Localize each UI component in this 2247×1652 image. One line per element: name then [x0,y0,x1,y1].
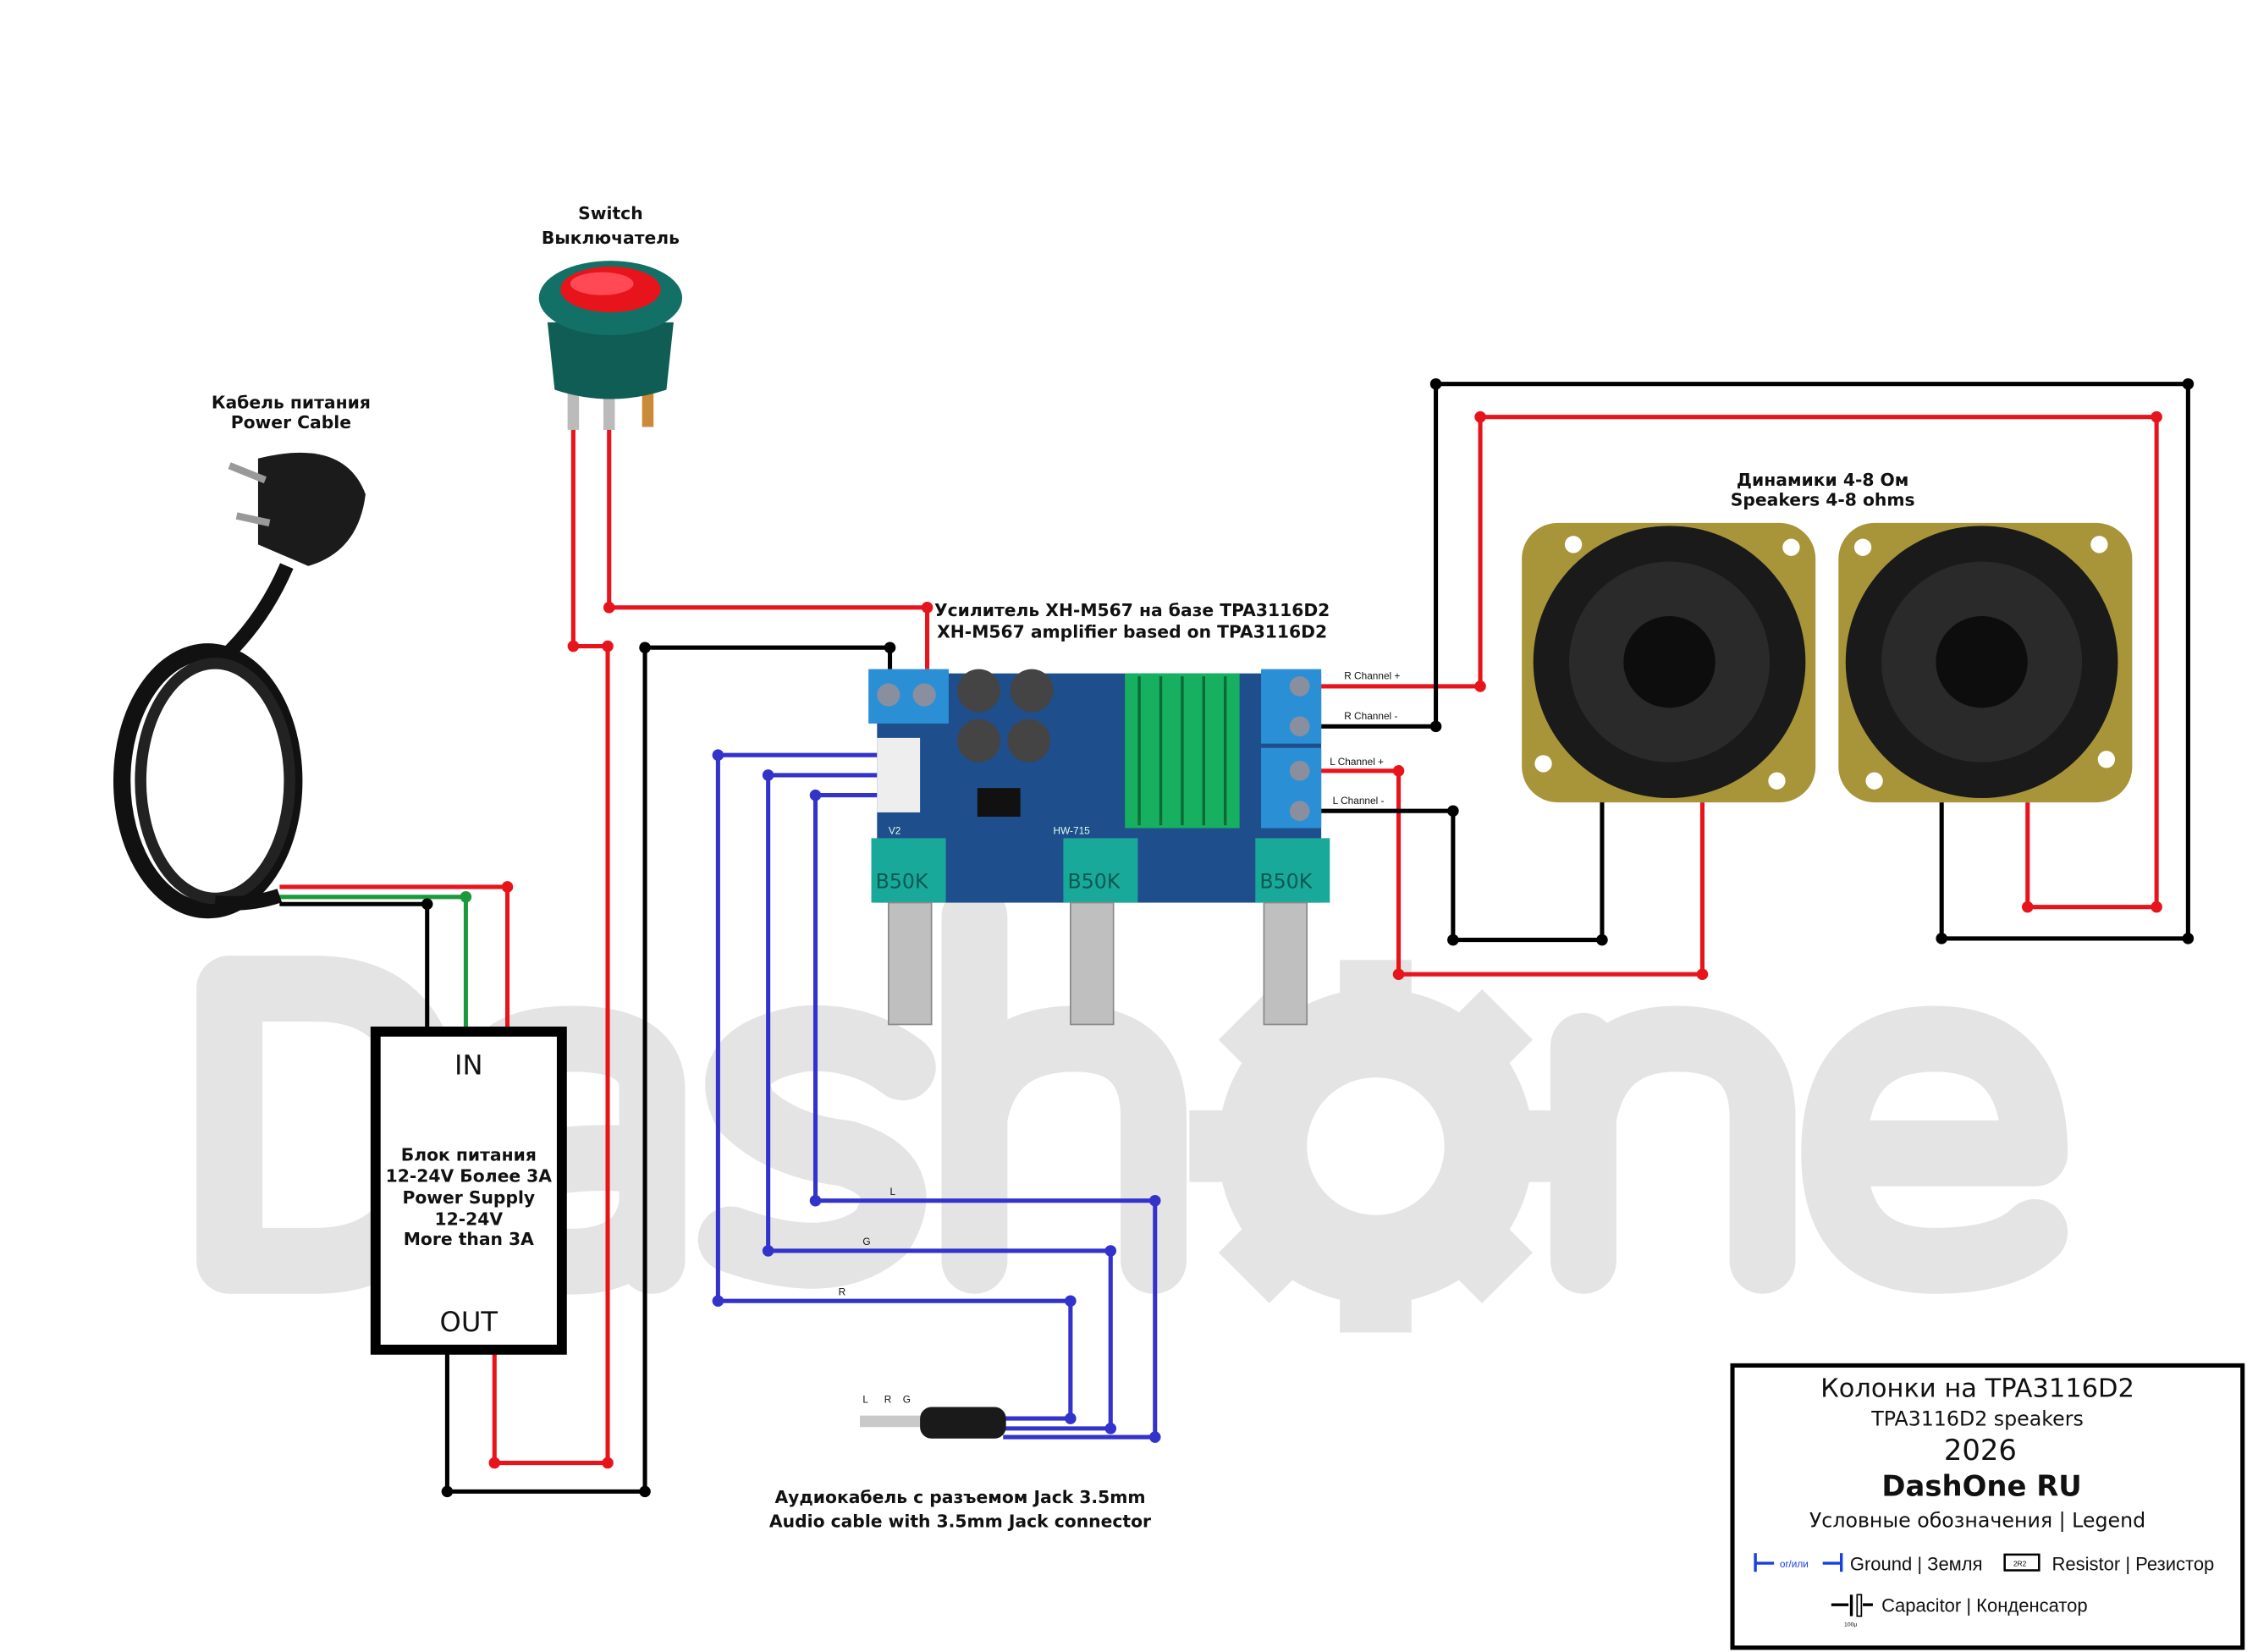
legend-ground: Ground | Земля [1850,1554,1983,1575]
pot-label: B50K [1259,870,1313,894]
capacitor-symbol-icon [1831,1594,1873,1617]
legend-year: 2026 [1944,1434,2017,1467]
jack-pin-label: G [903,1393,911,1405]
speakers-label-ru: Динамики 4-8 Ом [1737,470,1908,490]
wire-label-r: R [839,1286,846,1297]
audio-cable-label-en: Audio cable with 3.5mm Jack connector [769,1512,1151,1532]
jack-pin-label: R [884,1393,892,1405]
legend-heading: Условные обозначения | Legend [1809,1509,2145,1533]
jack-pin-label: L [862,1393,868,1405]
psu-in-label: IN [454,1049,483,1082]
switch-label-en: Switch [578,203,643,223]
rocker-switch: Switch Выключатель [538,203,683,430]
legend-resistor-value: 2R2 [2013,1559,2027,1567]
power-cable: Кабель питания Power Cable [113,392,371,919]
psu-line: 12-24V [434,1209,503,1229]
switch-label-ru: Выключатель [542,228,680,248]
wire-label-l: L [890,1186,896,1198]
pot-label: B50K [1067,870,1121,894]
amplifier-board: Усилитель XH-M567 на базе TPA3116D2 XH-M… [868,600,1400,1026]
output-l-plus: L Channel + [1330,756,1384,768]
board-model-text: HW-715 [1054,824,1091,836]
wire-label-g: G [862,1236,870,1247]
power-supply: IN Блок питания 12-24V Более 3А Power Su… [370,1027,567,1355]
psu-line: Блок питания [401,1144,537,1165]
ground-symbol-icon [1754,1553,1843,1572]
wires: L G R [279,377,2195,1498]
psu-line: More than 3A [404,1229,534,1249]
legend-capacitor: Capacitor | Конденсатор [1881,1595,2088,1616]
watermark-logo [196,884,2068,1333]
power-cable-label-ru: Кабель питания [212,392,371,412]
psu-line: 12-24V Более 3А [386,1166,553,1187]
power-cable-label-en: Power Cable [231,412,351,432]
amplifier-label-ru: Усилитель XH-M567 на базе TPA3116D2 [934,600,1330,620]
audio-jack-cable: L R G Аудиокабель с разъемом Jack 3.5mm … [769,1393,1151,1531]
legend-or: or/или [1780,1558,1809,1570]
speakers-label-en: Speakers 4-8 ohms [1731,490,1915,510]
output-l-minus: L Channel - [1333,795,1385,807]
resistor-symbol-icon [2003,1553,2040,1572]
legend-title-en: TPA3116D2 speakers [1870,1407,2084,1431]
speaker-left [1838,522,2133,803]
legend-brand: DashOne RU [1881,1469,2081,1502]
legend-box: Колонки на TPA3116D2 TPA3116D2 speakers … [1730,1363,2245,1650]
legend-cap-value: 100µ [1844,1622,1857,1628]
legend-title-ru: Колонки на TPA3116D2 [1820,1374,2134,1404]
audio-cable-label-ru: Аудиокабель с разъемом Jack 3.5mm [774,1487,1145,1507]
psu-out-label: OUT [440,1306,498,1338]
speaker-right [1522,522,1816,803]
amplifier-label-en: XH-M567 amplifier based on TPA3116D2 [937,621,1327,642]
legend-resistor: Resistor | Резистор [2052,1554,2215,1575]
psu-line: Power Supply [402,1187,535,1208]
speakers: Динамики 4-8 Ом Speakers 4-8 ohms [1522,470,2133,803]
output-r-plus: R Channel + [1344,669,1400,681]
pot-label: B50K [876,870,929,894]
board-version-text: V2 [889,824,901,836]
output-r-minus: R Channel - [1344,710,1397,722]
